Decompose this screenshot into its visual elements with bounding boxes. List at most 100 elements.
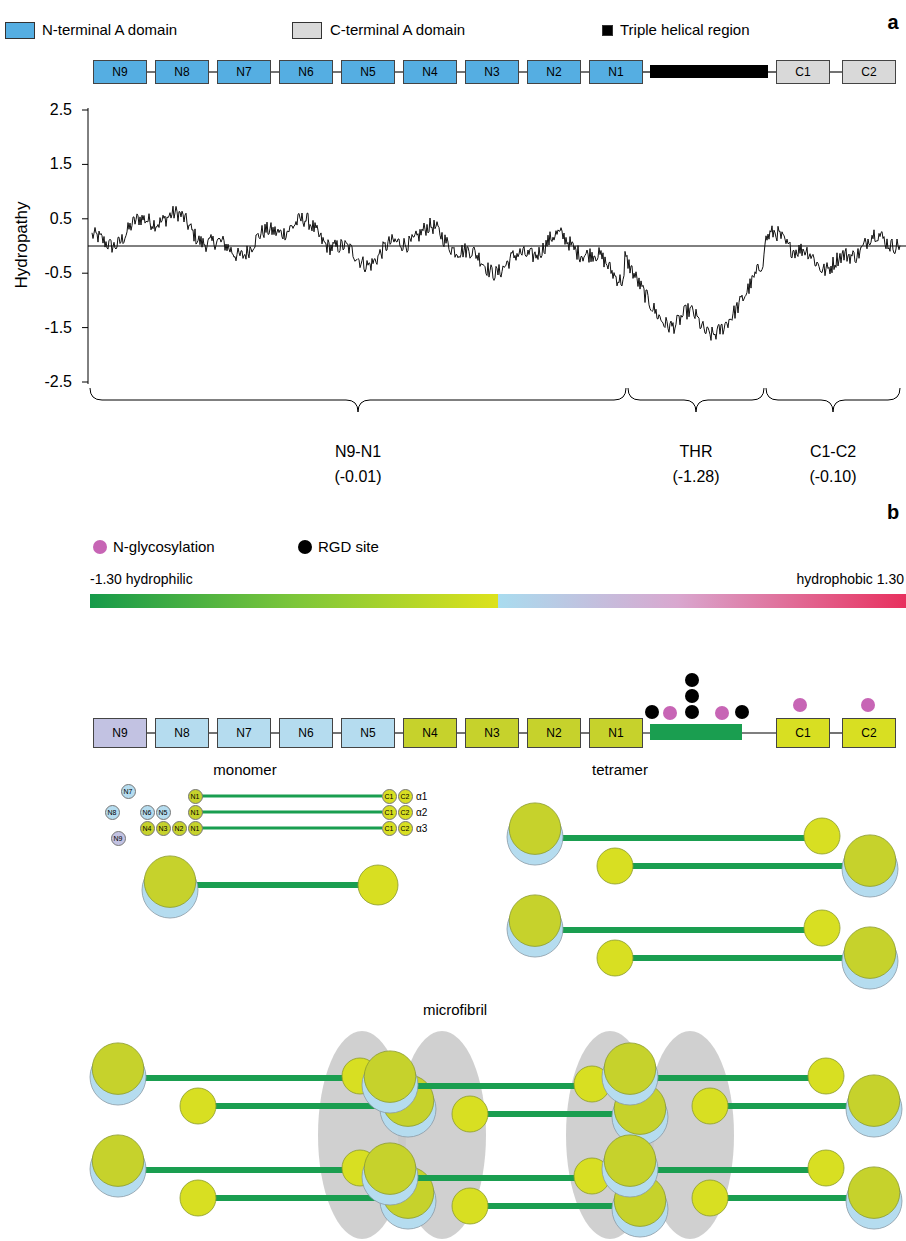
glycosylation-dot [715, 706, 729, 720]
linker-line [643, 71, 650, 73]
text-label: -0.5 [44, 264, 72, 282]
triple-helix-chain [486, 1111, 616, 1117]
glycosylation-dot [793, 698, 807, 712]
domain-box: N3 [465, 60, 519, 84]
domain-circle: N7 [121, 784, 136, 799]
c-domain-globule [808, 1150, 844, 1186]
triple-helix-chain [214, 1103, 384, 1109]
axis-tick [82, 273, 88, 274]
domain-label: C1 [385, 793, 394, 800]
domain-box: N7 [217, 60, 271, 84]
domain-label: N7 [236, 727, 251, 739]
domain-label: N2 [546, 66, 561, 78]
domain-label: N6 [298, 727, 313, 739]
domain-box: N1 [589, 718, 643, 748]
c-domain-globule [452, 1096, 488, 1132]
c-domain-globule [358, 865, 398, 905]
rgd-site-dot [645, 705, 659, 719]
domain-circle: C1 [382, 789, 397, 804]
axis-tick [82, 218, 88, 219]
triple-helix-chain [142, 1075, 348, 1081]
text-label: monomer [213, 762, 276, 779]
legend-text: N-glycosylation [113, 539, 215, 556]
legend-swatch [93, 540, 107, 554]
domain-circle: N9 [111, 831, 126, 846]
curly-brace [90, 388, 626, 412]
n-domain-globule [509, 895, 561, 947]
c-domain-globule [180, 1180, 216, 1216]
triple-helix-chain [631, 863, 846, 869]
linker-line [457, 71, 465, 73]
text-label: 2.5 [50, 101, 72, 119]
domain-circle: C2 [398, 789, 413, 804]
legend-swatch [292, 22, 322, 39]
linker-line [333, 71, 341, 73]
triple-helix-chain [200, 827, 382, 830]
linker-line [581, 732, 589, 734]
domain-label: N1 [191, 825, 200, 832]
axis-title: Hydropathy [13, 202, 32, 289]
domain-label: N2 [175, 825, 184, 832]
legend-swatch [5, 22, 35, 39]
domain-box: C1 [776, 60, 830, 84]
domain-box: N1 [589, 60, 643, 84]
domain-label: N1 [191, 809, 200, 816]
panel-letter: a [887, 11, 898, 33]
n-domain-globule [509, 803, 561, 855]
text-label: C1-C2 [810, 443, 856, 461]
domain-label: C1 [385, 825, 394, 832]
text-label: (-0.01) [334, 468, 381, 486]
domain-box: N9 [93, 718, 147, 748]
c-domain-globule [597, 940, 633, 976]
domain-label: N2 [546, 727, 561, 739]
domain-label: N1 [608, 66, 623, 78]
domain-box: N2 [527, 60, 581, 84]
domain-label: N1 [608, 727, 623, 739]
n-domain-globule [364, 1051, 416, 1103]
triple-helix-bar [650, 65, 768, 78]
linker-line [830, 732, 842, 734]
domain-label: C2 [401, 825, 410, 832]
n-domain-globule [844, 927, 896, 979]
n-domain-globule [848, 1075, 900, 1127]
legend-swatch [602, 25, 613, 36]
domain-label: N5 [159, 809, 168, 816]
triple-helix-chain [726, 1195, 850, 1201]
domain-circle: C2 [398, 805, 413, 820]
triple-helix-chain [559, 835, 810, 841]
zero-line [88, 246, 906, 247]
linker-line [768, 71, 776, 73]
legend-swatch [298, 540, 312, 554]
domain-circle: C1 [382, 821, 397, 836]
n-domain-globule [92, 1043, 144, 1095]
text-label: THR [680, 443, 713, 461]
rgd-site-dot [685, 705, 699, 719]
c-domain-globule [808, 1058, 844, 1094]
domain-circle: N1 [188, 805, 203, 820]
triple-helix-chain [654, 1075, 814, 1081]
domain-label: N1 [191, 793, 200, 800]
domain-label: C1 [385, 809, 394, 816]
legend-text: Triple helical region [620, 22, 750, 39]
linker-line [519, 71, 527, 73]
domain-box: C2 [842, 60, 896, 84]
domain-box: N6 [279, 60, 333, 84]
triple-helix-chain [414, 1083, 580, 1089]
domain-label: N8 [108, 809, 117, 816]
domain-circle: N2 [172, 821, 187, 836]
linker-line [395, 71, 403, 73]
domain-label: N5 [360, 727, 375, 739]
axis-tick [82, 164, 88, 165]
rgd-site-dot [735, 705, 749, 719]
domain-label: N3 [159, 825, 168, 832]
domain-box: N6 [279, 718, 333, 748]
linker-line [830, 71, 842, 73]
c-domain-globule [452, 1188, 488, 1224]
domain-label: N3 [484, 727, 499, 739]
axis-tick [82, 382, 88, 383]
curly-brace [766, 388, 900, 412]
domain-label: C2 [401, 809, 410, 816]
